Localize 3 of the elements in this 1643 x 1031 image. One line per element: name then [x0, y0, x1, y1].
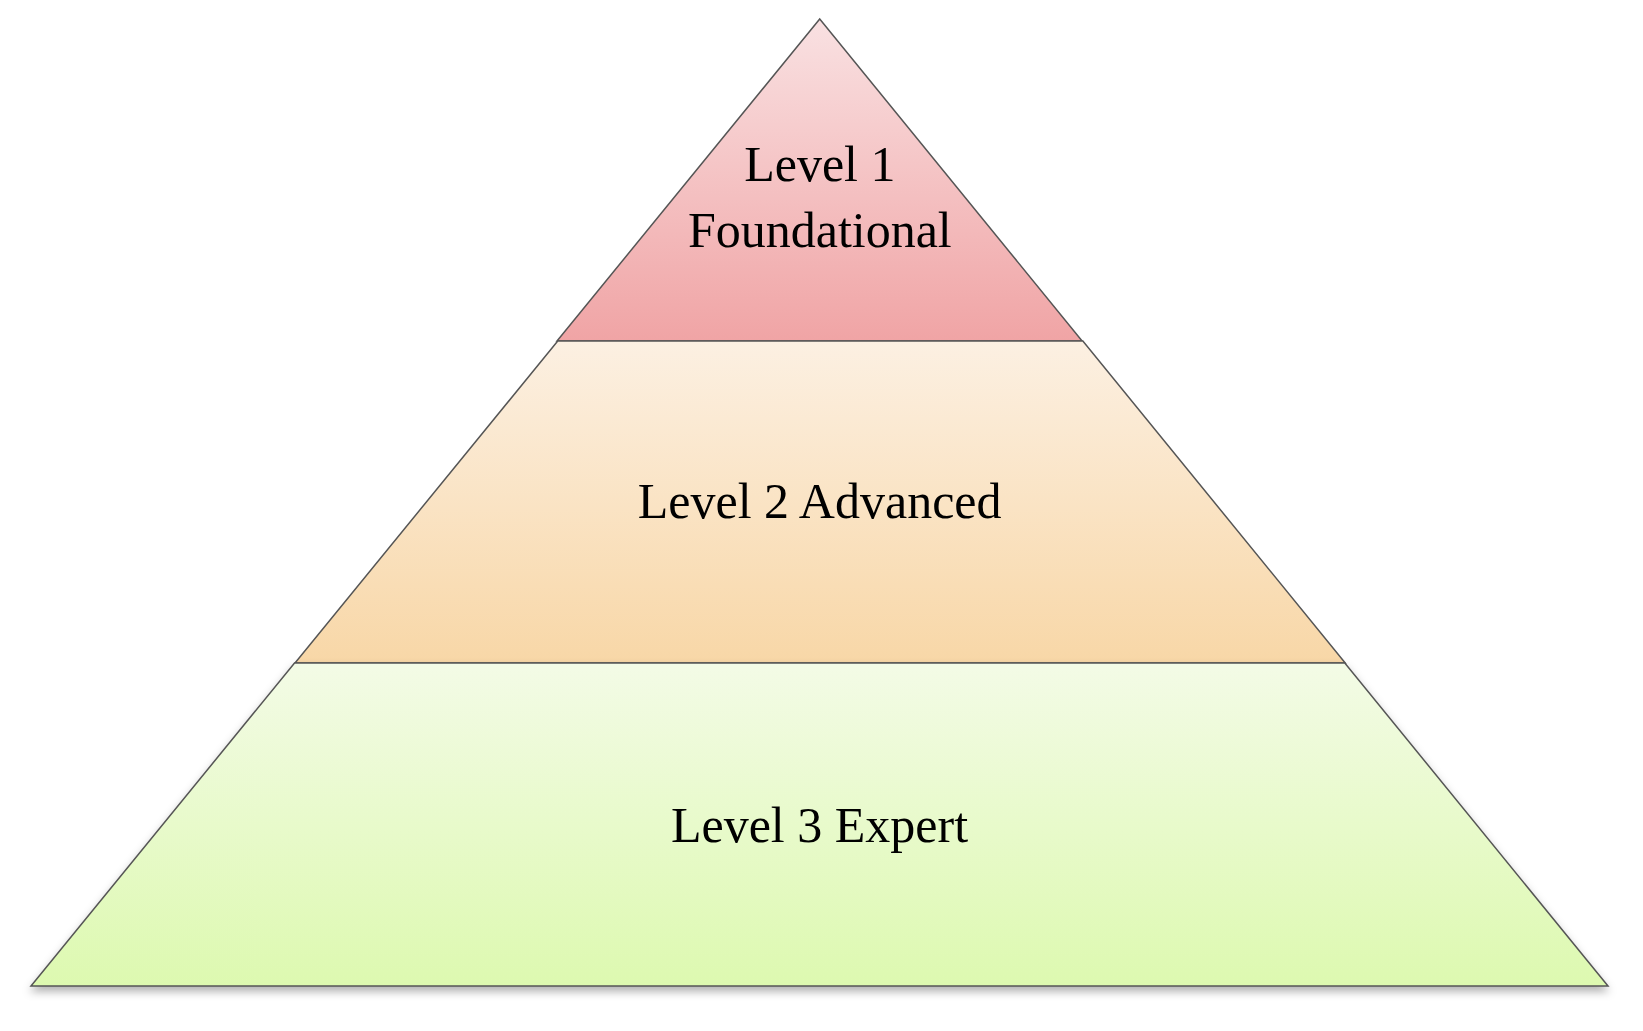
level-label: Level 2 Advanced	[636, 472, 1003, 531]
level-label: Level 1 Foundational	[686, 135, 953, 260]
level-label: Level 3 Expert	[669, 796, 970, 855]
